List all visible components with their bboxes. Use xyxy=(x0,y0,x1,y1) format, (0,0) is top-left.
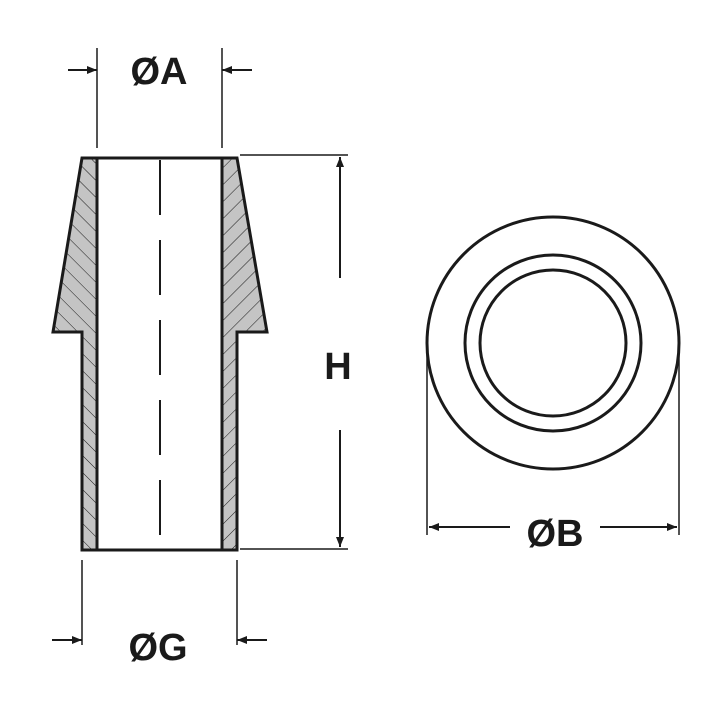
label-b: ØB xyxy=(527,513,584,555)
end-view xyxy=(425,215,681,471)
middle-circle xyxy=(463,253,643,433)
section-view xyxy=(51,156,269,552)
dimension-a xyxy=(68,48,252,148)
right-wall-section xyxy=(220,156,269,552)
label-h: H xyxy=(324,346,351,388)
inner-circle xyxy=(478,268,628,418)
dimension-h xyxy=(240,154,348,550)
label-a: ØA xyxy=(131,51,188,93)
dimension-g xyxy=(52,560,267,645)
left-wall-section xyxy=(51,156,99,552)
dimension-b xyxy=(426,343,680,535)
label-g: ØG xyxy=(128,627,187,669)
